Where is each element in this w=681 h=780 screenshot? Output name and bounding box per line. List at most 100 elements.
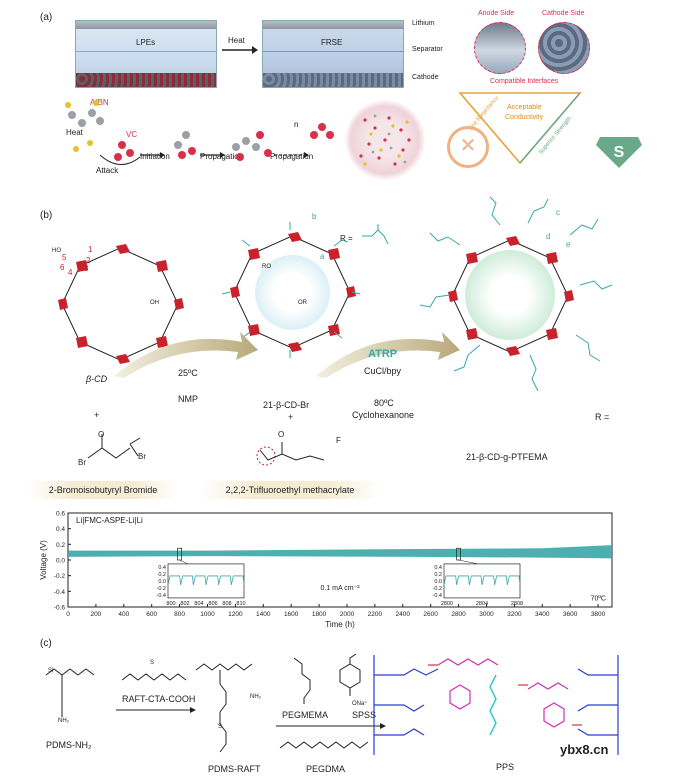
cathode-side-label: Cathode Side — [542, 10, 585, 17]
si-label-1: Si — [48, 668, 54, 674]
raft-agent-structure — [121, 673, 187, 681]
raft-arrow — [116, 707, 196, 713]
carbon-5: 5 — [62, 253, 67, 262]
y-axis-label: Voltage (V) — [39, 540, 48, 580]
f-label: F — [336, 436, 341, 445]
compatible-interfaces-label: Compatible Interfaces — [490, 78, 559, 85]
x-tick-label: 800 — [174, 611, 185, 618]
cd-br-structure — [222, 222, 361, 358]
inset-trace — [443, 575, 521, 586]
heat-label: Heat — [228, 36, 245, 45]
pps-arrow — [276, 723, 386, 729]
x-tick-label: 1600 — [284, 611, 299, 618]
watermark: ybx8.cn — [560, 742, 609, 757]
x-tick-label: 1400 — [256, 611, 271, 618]
inset-y-tick-label: 0.0 — [434, 579, 442, 585]
x-tick-label: 3800 — [591, 611, 606, 618]
reagent2-label: 2,2,2-Trifluoroethyl methacrylate — [200, 481, 380, 499]
peak-c: c — [556, 208, 560, 217]
anode-interface-circle — [474, 22, 526, 74]
ona-label-1: ONa⁺ — [352, 701, 368, 707]
x-tick-label: 2200 — [368, 611, 383, 618]
x-tick-label: 3600 — [563, 611, 578, 618]
aibn-label: AIBN — [90, 98, 109, 107]
x-tick-label: 2400 — [396, 611, 411, 618]
property-triangle — [458, 92, 582, 165]
pdms-raft-structure — [195, 663, 253, 753]
panel-b-letter: (b) — [40, 210, 53, 221]
inset-trace — [167, 575, 245, 586]
pegdma-structure — [279, 741, 369, 749]
layer-lithium: Lithium — [412, 20, 435, 27]
inset-y-tick-label: 0.2 — [434, 572, 442, 578]
pdms-nh2-label: PDMS-NH₂ — [46, 740, 92, 750]
inset-frame — [167, 563, 245, 599]
plus-2: + — [288, 412, 294, 422]
oh-label: OH — [150, 300, 159, 306]
inset-y-tick-label: 0.2 — [158, 572, 166, 578]
inset-x-tick-label: 2808 — [511, 601, 523, 607]
final-label: 21-β-CD-g-PTFEMA — [466, 452, 548, 462]
svg-text:S: S — [614, 144, 625, 161]
initiation-label: Initiation — [140, 152, 170, 161]
x-tick-label: 600 — [146, 611, 157, 618]
beta-cd-label: β-CD — [86, 374, 108, 384]
molecule-scheme — [65, 100, 334, 165]
ro-label: RO — [262, 264, 271, 270]
pdms-nh2-structure — [45, 668, 95, 717]
carbon-3: 3 — [84, 264, 89, 273]
cathode-interface-circle — [538, 22, 590, 74]
inset-x-tick-label: 804 — [194, 601, 203, 607]
x-tick-label: 1000 — [200, 611, 215, 618]
acceptable-label: Acceptable — [507, 104, 542, 111]
step1-temp: 25ºC — [178, 368, 198, 378]
carbon-4: 4 — [68, 268, 73, 277]
or-label: OR — [298, 300, 307, 306]
ptfema-chains — [420, 196, 613, 392]
zoom-connector — [179, 559, 189, 565]
y-tick-label: 0.4 — [56, 526, 65, 533]
atrp-label: ATRP — [368, 348, 398, 360]
pps-structure — [373, 655, 619, 755]
x-tick-label: 1200 — [228, 611, 243, 618]
x-tick-label: 3000 — [479, 611, 494, 618]
conductivity-label: Conductivity — [505, 114, 544, 121]
br-label-1: Br — [78, 458, 86, 467]
peak-b: b — [312, 212, 317, 221]
y-tick-label: 0.2 — [56, 542, 65, 549]
r-group-1 — [362, 224, 389, 245]
inset-y-tick-label: 0.4 — [434, 565, 442, 571]
atrp-catalyst: CuCl/bpy — [364, 366, 402, 376]
pegdma-label: PEGDMA — [306, 764, 346, 774]
tfema-structure — [256, 442, 325, 466]
zoom-connector — [458, 559, 479, 565]
x-tick-label: 400 — [118, 611, 129, 618]
pegmema-structure — [293, 657, 311, 704]
o-label-2: O — [278, 430, 285, 439]
br-label-2: Br — [138, 452, 146, 461]
temperature-label: 70ºC — [591, 596, 606, 603]
nh2-label-1: NH₂ — [58, 718, 69, 724]
peak-d: d — [546, 232, 551, 241]
o-label-1: O — [98, 430, 105, 439]
step1-solvent: NMP — [178, 394, 198, 404]
y-tick-label: -0.4 — [54, 589, 66, 596]
voltage-band — [68, 545, 612, 559]
nh2-label-2: NH₂ — [250, 694, 261, 700]
pdms-raft-label: PDMS-RAFT — [208, 764, 261, 774]
inset-x-tick-label: 800 — [166, 601, 175, 607]
attack-label: Attack — [96, 166, 119, 175]
frse-cell: FRSE — [262, 20, 404, 88]
legend-label: Li|FMC-ASPE-Li|Li — [76, 516, 143, 525]
inset-y-tick-label: 0.0 — [158, 579, 166, 585]
x-tick-label: 2600 — [423, 611, 438, 618]
s-label-1: S — [150, 660, 155, 666]
plot-frame — [67, 512, 613, 608]
inset-x-tick-label: 2800 — [441, 601, 453, 607]
cathode-particles — [76, 73, 216, 87]
spss-structure — [339, 653, 361, 696]
anode-side-label: Anode Side — [478, 10, 515, 17]
inset-x-tick-label: 808 — [222, 601, 231, 607]
n-label: n — [294, 120, 299, 129]
heat-arrow — [222, 46, 258, 54]
